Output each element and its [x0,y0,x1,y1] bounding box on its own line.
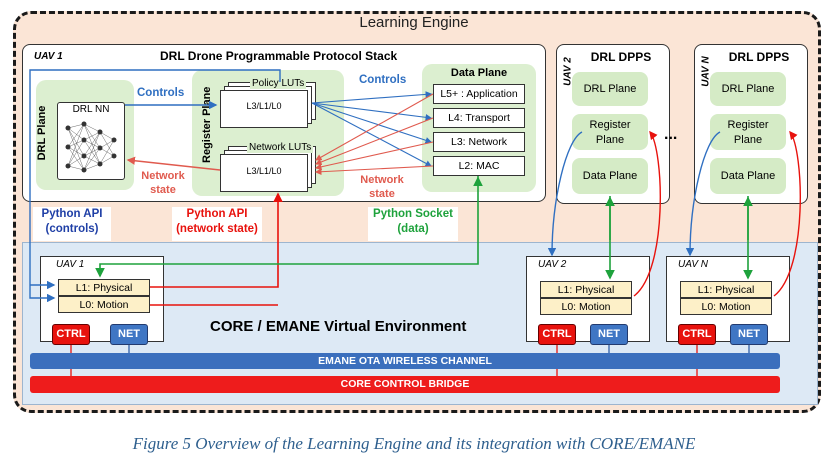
drl-plane-label: DRL Plane [36,105,48,161]
data-plane-title: Data Plane [450,67,508,79]
dpps-uavn-drl-plane: DRL Plane [710,72,786,106]
core-node-uavn-label: UAV N [678,259,709,270]
drl-nn-label: DRL NN [72,104,110,115]
network-lut-value: L3/L1/L0 [246,166,282,176]
core-node-uav2-l1: L1: Physical [540,281,632,298]
layer-network: L3: Network [433,132,525,152]
dpps-uavn-register-1: Register [727,119,769,131]
python-api-controls-1: Python API [41,208,103,220]
dpps-uavn-data-plane: Data Plane [710,158,786,194]
layer-mac: L2: MAC [433,156,525,176]
ellipsis: ... [664,126,678,143]
python-socket-2: (data) [397,223,429,235]
dpps-uavn-register-2: Plane [733,134,763,146]
core-node-uav2-label: UAV 2 [538,259,567,270]
network-state-right-2: state [369,188,395,200]
core-control-bridge: CORE CONTROL BRIDGE [30,376,780,393]
network-luts-label: Network LUTs [247,142,314,153]
python-socket-1: Python Socket [373,208,453,220]
emane-ota-channel: EMANE OTA WIRELESS CHANNEL [30,353,780,369]
python-api-controls-2: (controls) [45,223,99,235]
drl-stack-title: DRL Drone Programmable Protocol Stack [160,49,398,63]
dpps-uavn-title: DRL DPPS [728,50,790,64]
network-state-right-1: Network [360,174,404,186]
core-node-uav1-l1: L1: Physical [58,279,150,296]
controls-label-left: Controls [137,87,185,99]
python-api-state-1: Python API [186,208,248,220]
core-node-uav2-ctrl[interactable]: CTRL [538,324,576,345]
core-node-uavn-net[interactable]: NET [730,324,768,345]
dpps-uavn-register-plane [710,114,786,150]
dpps-uav2-data-plane: Data Plane [572,158,648,194]
dpps-uav2-title: DRL DPPS [590,50,652,64]
learning-engine-title: Learning Engine [359,14,469,31]
figure-caption: Figure 5 Overview of the Learning Engine… [132,434,696,453]
core-node-uav2-net[interactable]: NET [590,324,628,345]
controls-label-right: Controls [359,74,407,86]
core-node-uav1-l0: L0: Motion [58,296,150,313]
core-node-uavn-ctrl[interactable]: CTRL [678,324,716,345]
core-node-uavn-l1: L1: Physical [680,281,772,298]
policy-luts-label: Policy LUTs [250,78,307,89]
core-node-uav2-l0: L0: Motion [540,298,632,315]
core-node-uav1-ctrl[interactable]: CTRL [52,324,90,345]
network-state-left-2: state [150,184,176,196]
register-plane-label: Register Plane [201,86,213,163]
dpps-uav2-register-1: Register [589,119,631,131]
neural-network-icon [65,121,117,173]
dpps-uav2-drl-plane: DRL Plane [572,72,648,106]
core-node-uavn-l0: L0: Motion [680,298,772,315]
core-emane-title: CORE / EMANE Virtual Environment [210,318,467,335]
drl-stack-uav-label: UAV 1 [34,51,63,62]
core-node-uav1-label: UAV 1 [56,259,85,270]
dpps-uav2-register-2: Plane [595,134,625,146]
layer-application: L5+ : Application [433,84,525,104]
python-api-state-2: (network state) [176,223,258,235]
layer-transport: L4: Transport [433,108,525,128]
policy-lut-value: L3/L1/L0 [246,101,282,111]
core-node-uav1-net[interactable]: NET [110,324,148,345]
network-state-left-1: Network [141,170,185,182]
